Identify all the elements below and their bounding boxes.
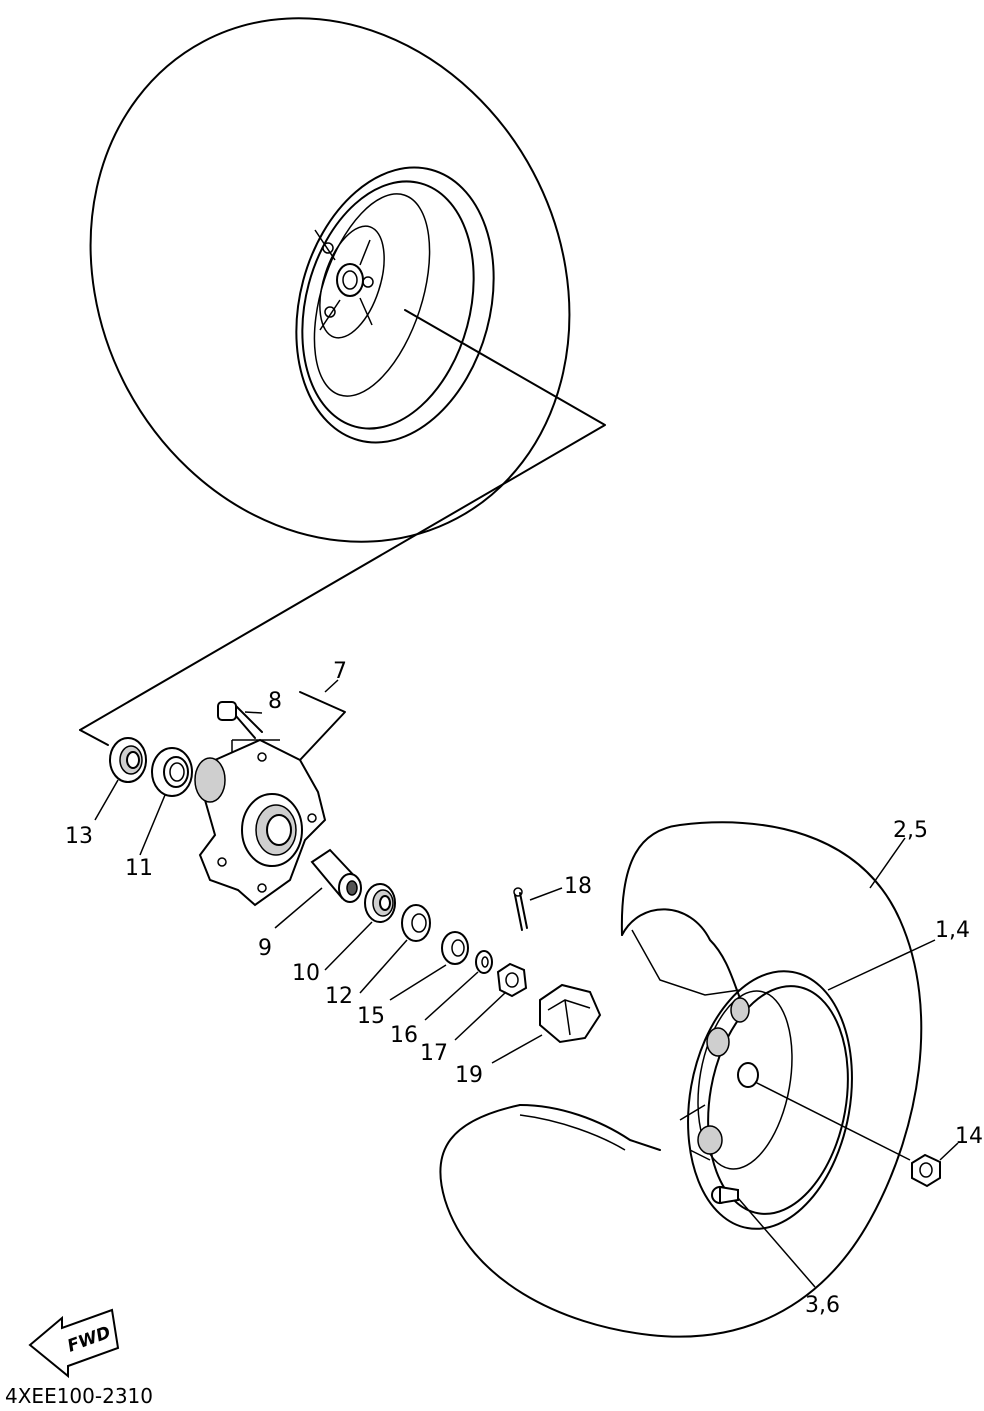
- callout-3-6: 3,6: [805, 1293, 840, 1318]
- callout-10: 10: [292, 961, 320, 986]
- spacer-9: [310, 848, 362, 903]
- callout-1-4: 1,4: [935, 918, 970, 943]
- callout-labels: 7 8 13 11 9 10 12 15 16 17 18 19 2,5 1,4…: [65, 659, 983, 1318]
- washer-16: [475, 950, 493, 974]
- cotter-pin-18: [513, 887, 528, 931]
- leader-lines: [94, 679, 959, 1288]
- callout-19: 19: [455, 1063, 483, 1088]
- callout-17: 17: [420, 1041, 448, 1066]
- wheel-hub-7: [194, 738, 327, 907]
- callout-13: 13: [65, 824, 93, 849]
- castle-nut-17: [496, 962, 528, 998]
- bolt-8: [217, 701, 263, 739]
- callout-9: 9: [258, 936, 272, 961]
- callout-14: 14: [955, 1124, 983, 1149]
- valve-3-6: [711, 1185, 739, 1205]
- callout-8: 8: [268, 689, 282, 714]
- callout-16: 16: [390, 1023, 418, 1048]
- callout-7: 7: [333, 659, 347, 684]
- callout-2-5: 2,5: [893, 818, 928, 843]
- callout-12: 12: [325, 984, 353, 1009]
- bearing-11: [151, 747, 193, 797]
- fwd-arrow-icon: FWD: [28, 1308, 120, 1379]
- callout-11: 11: [125, 856, 153, 881]
- assembled-wheel: [79, 17, 606, 731]
- cutaway-wheel: [439, 821, 941, 1338]
- hub-cap-19: [539, 983, 602, 1044]
- hub-assembly: [79, 691, 602, 1044]
- callout-18: 18: [564, 874, 592, 899]
- wheel-nut-14: [911, 1153, 941, 1188]
- callout-15: 15: [357, 1004, 385, 1029]
- oil-seal-12: [401, 904, 431, 942]
- collar-15: [441, 931, 469, 965]
- bearing-13: [109, 737, 147, 783]
- diagram-code: 4XEE100-2310: [5, 1384, 153, 1408]
- bearing-10: [364, 883, 396, 923]
